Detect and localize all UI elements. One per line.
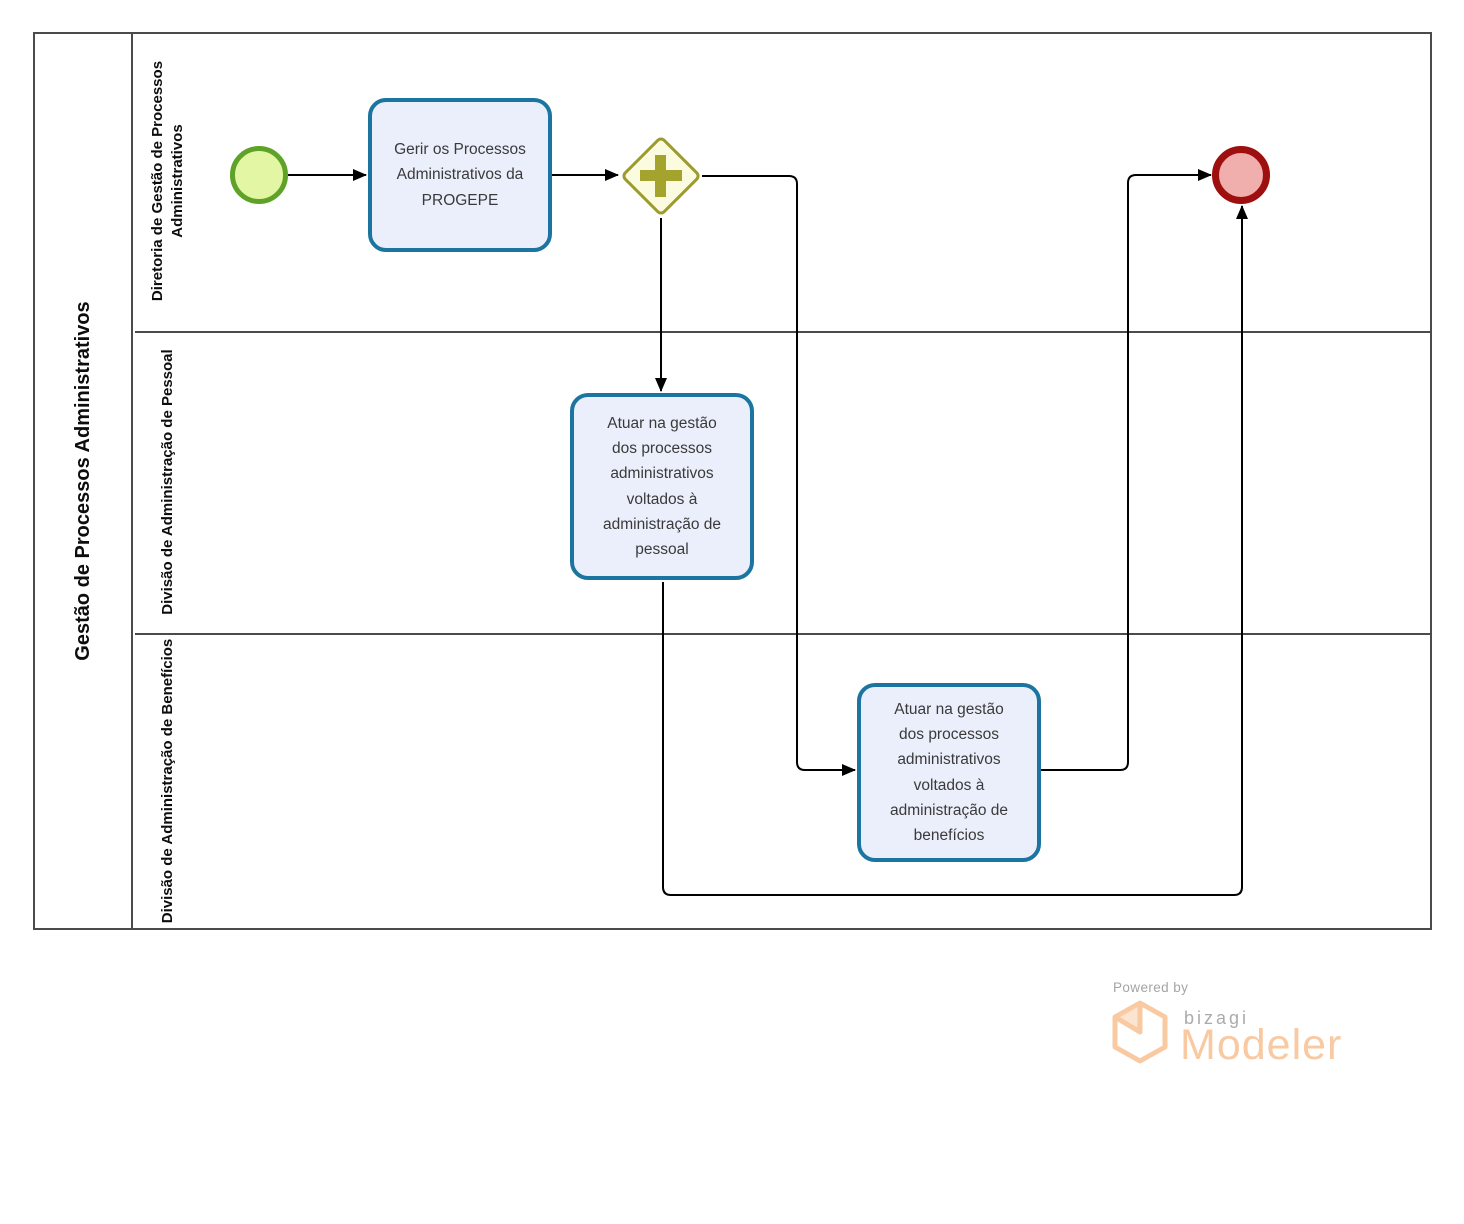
end-event: [1212, 146, 1270, 204]
lane-label-pessoal: Divisão de Administração de Pessoal: [158, 349, 176, 615]
start-event: [230, 146, 288, 204]
lane-pessoal: [135, 331, 1430, 633]
lane-label-beneficios: Divisão de Administração de Benefícios: [158, 638, 176, 924]
bizagi-logo-icon: [1112, 1000, 1168, 1064]
modeler-product-text: Modeler: [1180, 1021, 1343, 1069]
parallel-gateway-plus-icon: [655, 155, 666, 197]
powered-by-text: Powered by: [1113, 980, 1189, 995]
lane-beneficios: [135, 633, 1430, 928]
task-gestao-pessoal: Atuar na gestão dos processos administra…: [570, 393, 754, 580]
task-gerir-processos-label: Gerir os Processos Administrativos da PR…: [394, 141, 526, 209]
bizagi-brand-text: bizagi: [1184, 1008, 1250, 1028]
task-gestao-pessoal-label: Atuar na gestão dos processos administra…: [602, 415, 722, 558]
task-gerir-processos: Gerir os Processos Administrativos da PR…: [368, 98, 552, 252]
lane-label-diretoria: Diretoria de Gestão de Processos Adminis…: [148, 60, 186, 302]
pool-header: [35, 34, 133, 928]
pool-title: Gestão de Processos Administrativos: [71, 301, 94, 661]
task-gestao-beneficios-label: Atuar na gestão dos processos administra…: [889, 701, 1009, 844]
task-gestao-beneficios: Atuar na gestão dos processos administra…: [857, 683, 1041, 862]
